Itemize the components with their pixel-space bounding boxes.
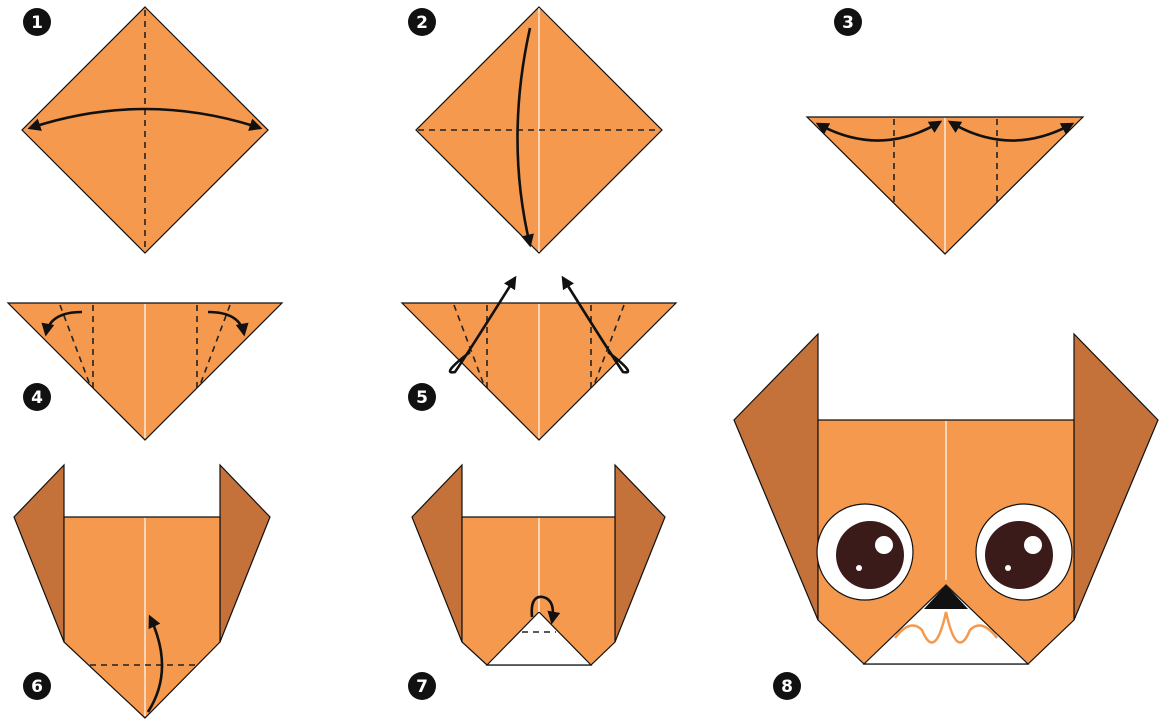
step-8-right-ear: [1074, 334, 1158, 620]
step-8-left-ear: [734, 334, 818, 620]
step-5-badge: 5: [408, 383, 436, 411]
step-8-right-eye: [976, 504, 1072, 600]
step-6-number: 6: [31, 677, 43, 697]
step-3-badge: 3: [834, 8, 862, 36]
step-1-badge: 1: [23, 8, 51, 36]
step-5-number: 5: [416, 388, 428, 408]
step-7-right-ear: [615, 465, 665, 642]
step-1: 1: [22, 7, 268, 253]
step-2-badge: 2: [408, 8, 436, 36]
step-6-right-ear: [220, 465, 270, 642]
step-6: 6: [14, 465, 270, 718]
step-4-badge: 4: [23, 383, 51, 411]
step-6-left-ear: [14, 465, 64, 642]
step-4-number: 4: [31, 388, 43, 408]
step-8-left-eye: [817, 504, 913, 600]
step-6-badge: 6: [23, 672, 51, 700]
step-3-number: 3: [842, 13, 854, 33]
step-8: 8: [734, 334, 1158, 700]
step-7-left-ear: [412, 465, 462, 642]
step-7-badge: 7: [408, 672, 436, 700]
step-4: 4: [8, 303, 282, 440]
step-7-number: 7: [416, 677, 428, 697]
step-7: 7: [408, 465, 665, 700]
step-2: 2: [408, 7, 662, 253]
step-3: 3: [807, 8, 1083, 254]
step-1-number: 1: [31, 13, 43, 33]
step-5: 5: [402, 278, 676, 440]
step-6-head-paper: [64, 517, 220, 718]
step-8-badge: 8: [773, 672, 801, 700]
step-8-number: 8: [781, 677, 793, 697]
step-2-number: 2: [416, 13, 428, 33]
